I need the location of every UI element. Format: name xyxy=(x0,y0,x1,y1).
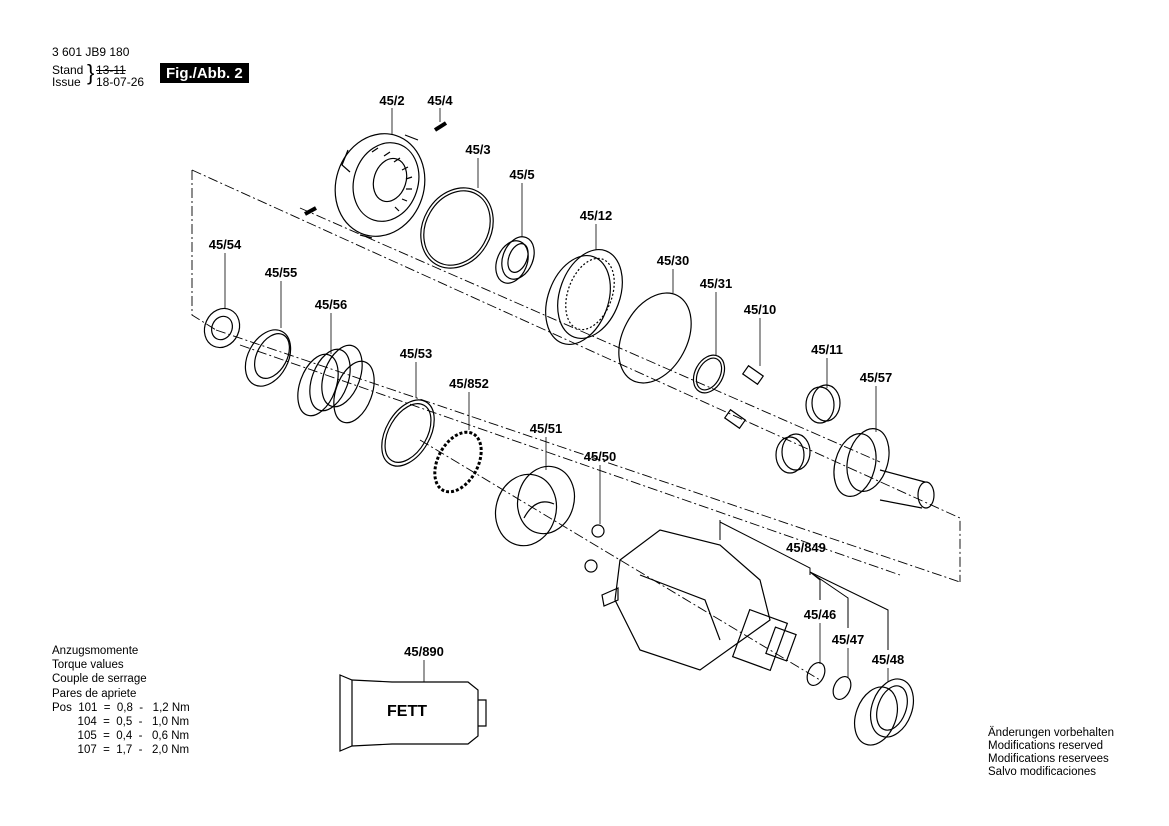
part-45-53-disc xyxy=(381,399,435,467)
part-45-54-seal xyxy=(203,307,241,349)
note-line: Modifications reservees xyxy=(988,753,1109,765)
part-45-10-pin xyxy=(723,364,765,430)
note-line: Modifications reserved xyxy=(988,740,1104,752)
part-45-48-nut xyxy=(853,678,915,746)
part-45-46-ring xyxy=(806,662,826,686)
part-45-50-ball xyxy=(591,524,605,538)
part-label: 45/47 xyxy=(831,632,865,647)
brace-icon: } xyxy=(87,60,95,85)
part-45-3-o-ring xyxy=(420,187,494,269)
part-45-5-bearing xyxy=(495,236,535,284)
doc-number: 3 601 JB9 180 xyxy=(52,45,130,59)
part-label: 45/50 xyxy=(583,449,617,464)
part-45-30-disc xyxy=(618,292,692,384)
torque-row: 107 = 1,7 - 2,0 Nm xyxy=(52,744,190,757)
part-45-55-washer xyxy=(244,329,292,387)
part-45-890-grease-tube xyxy=(339,674,487,752)
part-label: 45/54 xyxy=(208,237,242,252)
part-label: 45/11 xyxy=(811,342,843,357)
part-label: 45/30 xyxy=(656,253,690,268)
part-45-31-ring xyxy=(692,354,726,394)
part-45-4-pin xyxy=(304,121,448,216)
part-label: 45/10 xyxy=(743,302,777,317)
part-label: 45/849 xyxy=(786,540,826,555)
issue-value: 18-07-26 xyxy=(96,75,145,89)
torque-title: Couple de serrage xyxy=(52,673,147,686)
note-line: Änderungen vorbehalten xyxy=(988,727,1114,739)
part-label: 45/55 xyxy=(264,265,298,280)
torque-values: Anzugsmomente Torque values Couple de se… xyxy=(52,644,190,758)
assembly-axis-lines xyxy=(191,169,961,681)
issue-label: Issue xyxy=(52,75,81,89)
part-label: 45/56 xyxy=(314,297,348,312)
part-label: 45/5 xyxy=(509,167,535,182)
part-45-47-circlip xyxy=(832,676,852,700)
torque-row: Pos 101 = 0,8 - 1,2 Nm xyxy=(52,701,190,714)
part-label: 45/3 xyxy=(465,142,491,157)
part-45-56-spring xyxy=(297,344,375,424)
part-45-849-bracket xyxy=(719,520,889,650)
part-label: 45/12 xyxy=(579,208,613,223)
part-label: 45/890 xyxy=(404,644,444,659)
part-label: 45/2 xyxy=(379,93,405,108)
part-45-57-spindle xyxy=(833,428,935,509)
part-label: 45/4 xyxy=(427,93,453,108)
grease-tube-label: FETT xyxy=(387,703,427,720)
part-45-12-ring-gear xyxy=(545,248,623,346)
note-line: Salvo modificaciones xyxy=(988,766,1097,778)
part-45-2-gear-housing xyxy=(334,133,426,239)
torque-title: Torque values xyxy=(52,659,124,672)
part-label: 45/53 xyxy=(399,346,433,361)
part-label: 45/46 xyxy=(803,607,837,622)
part-label: 45/31 xyxy=(699,276,733,291)
part-label: 45/852 xyxy=(449,376,489,391)
part-label: 45/57 xyxy=(859,370,893,385)
torque-row: 105 = 0,4 - 0,6 Nm xyxy=(52,730,190,743)
stand-value: 13-11 xyxy=(96,63,126,77)
torque-title: Pares de apriete xyxy=(52,687,137,700)
part-45-51-cam xyxy=(494,465,576,547)
leader-lines xyxy=(224,108,889,682)
torque-row: 104 = 0,5 - 1,0 Nm xyxy=(52,716,190,729)
part-45-11-planet-gear xyxy=(775,384,841,474)
part-gear-housing xyxy=(601,529,797,672)
stand-label: Stand xyxy=(52,63,84,77)
figure-badge: Fig./Abb. 2 xyxy=(160,63,249,83)
part-45-852-ball-ring xyxy=(433,430,483,494)
part-label: 45/48 xyxy=(871,652,905,667)
torque-title: Anzugsmomente xyxy=(52,645,139,657)
part-label: 45/51 xyxy=(529,421,563,436)
modification-notes: Änderungen vorbehalten Modifications res… xyxy=(988,727,1114,779)
